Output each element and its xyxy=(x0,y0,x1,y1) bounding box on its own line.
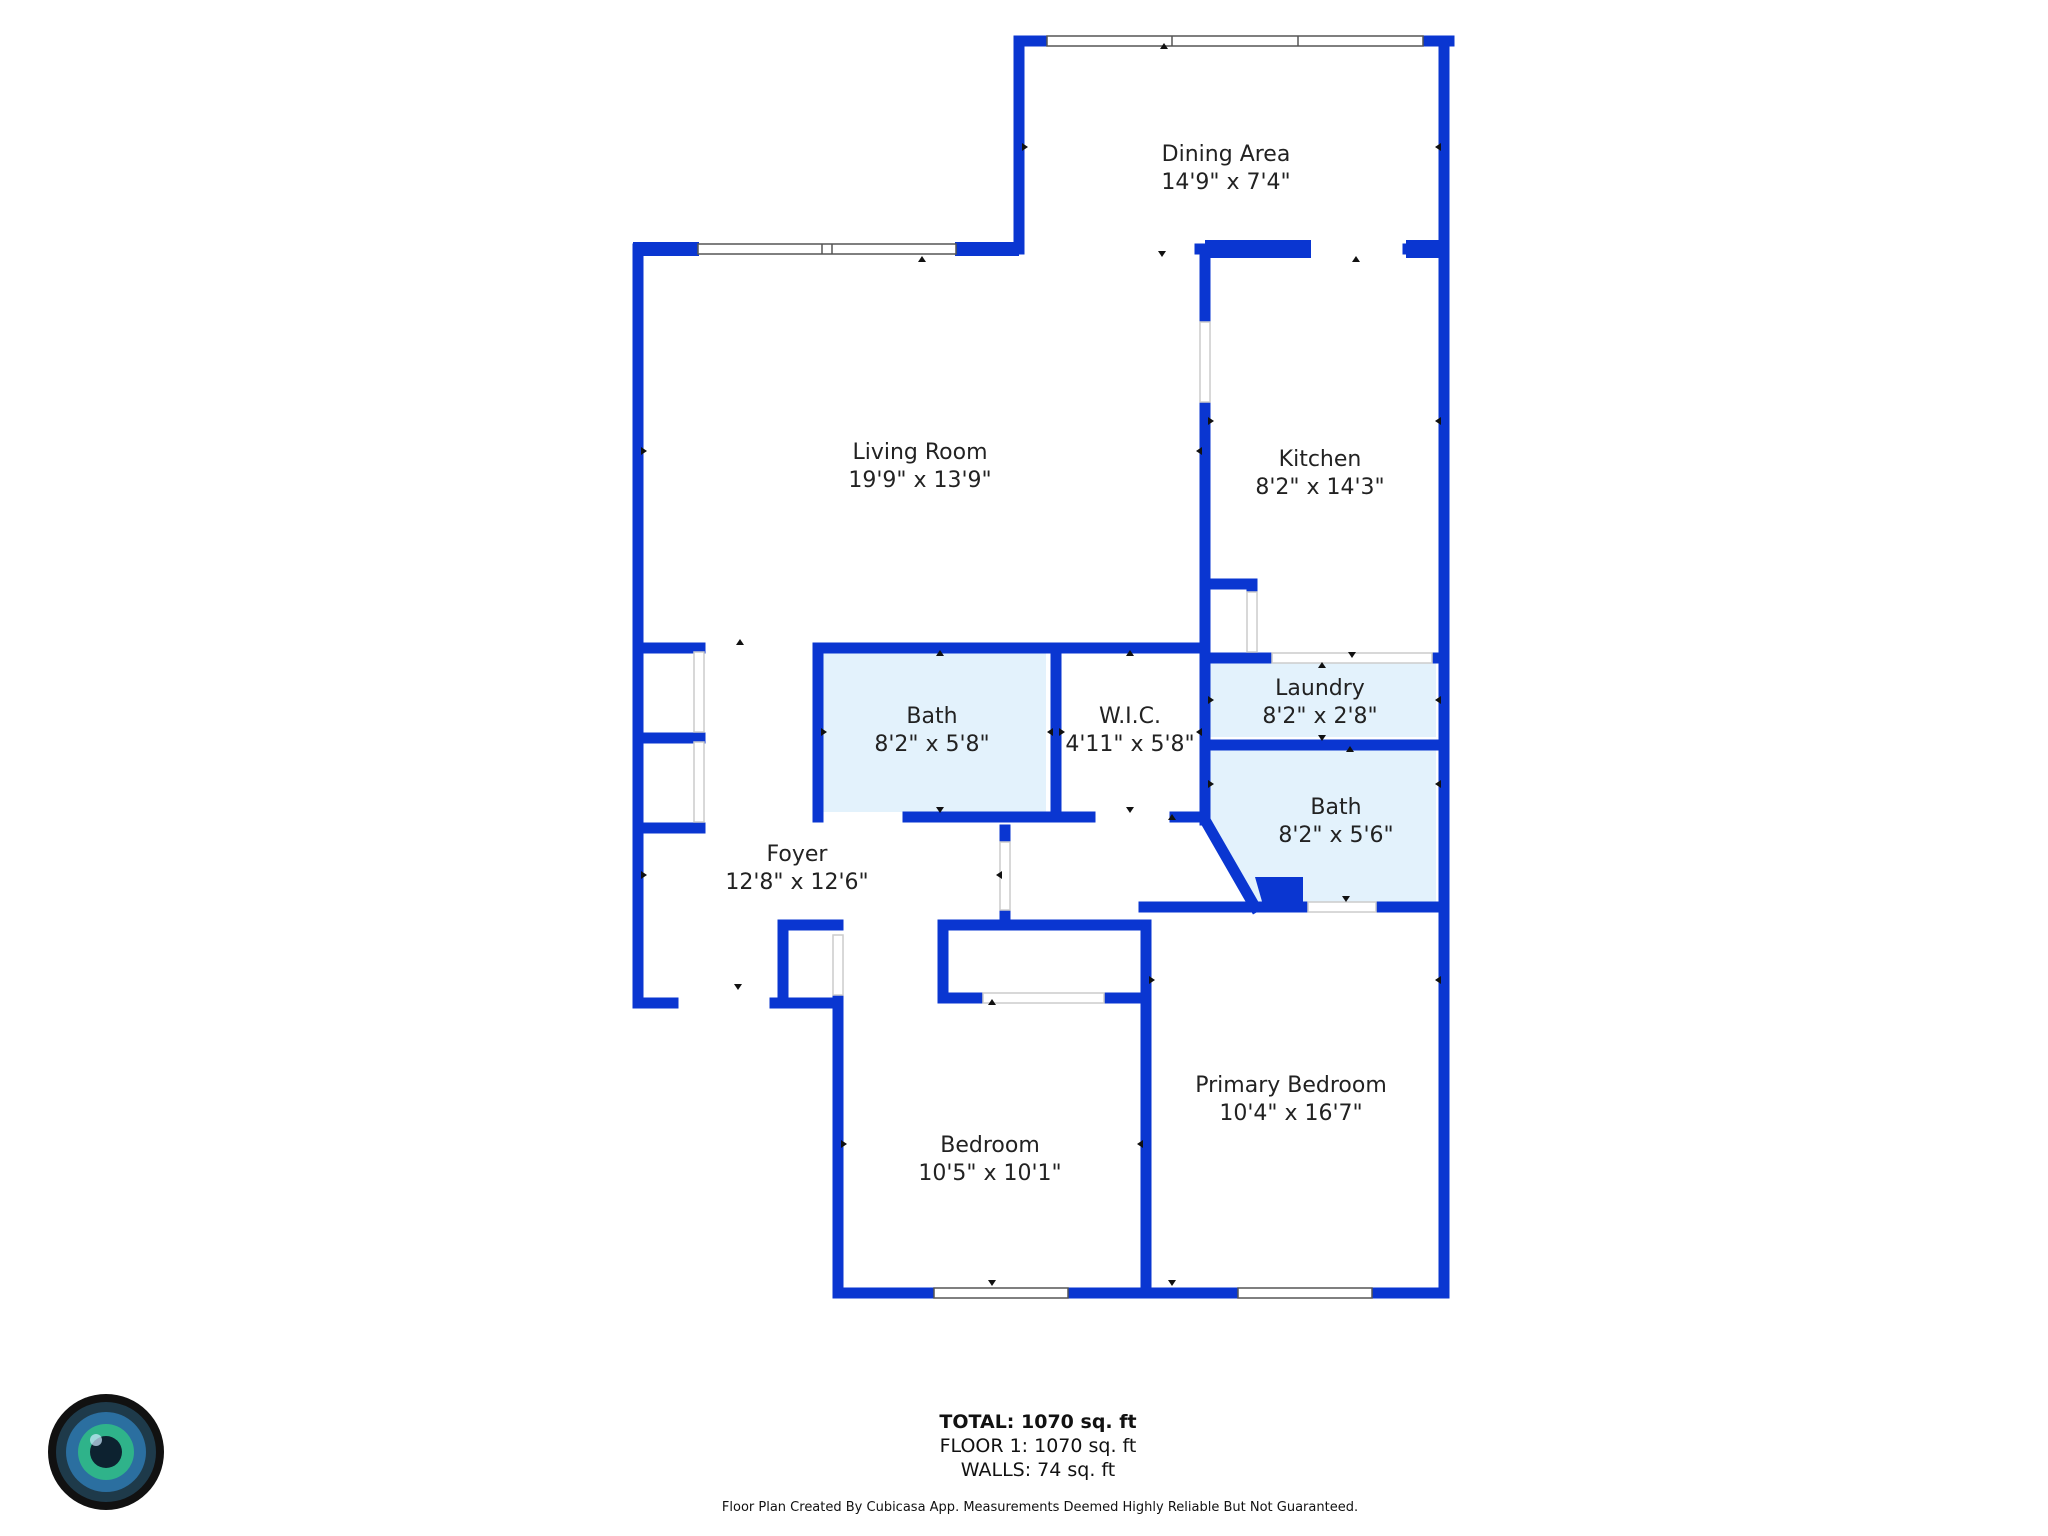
dimension-markers xyxy=(641,43,1441,1286)
logo xyxy=(48,1394,164,1510)
closet-door-1 xyxy=(693,651,705,733)
disclaimer: Floor Plan Created By Cubicasa App. Meas… xyxy=(721,1500,1359,1515)
closet-door-2 xyxy=(693,741,705,823)
closet-door-5 xyxy=(832,934,844,996)
walls-area: WALLS: 74 sq. ft xyxy=(960,1459,1116,1481)
wall-blocks xyxy=(633,240,1444,912)
primary-window xyxy=(1237,1287,1373,1299)
dining-window xyxy=(1046,35,1424,47)
kitchen-opening xyxy=(1199,321,1211,403)
shaded-rooms xyxy=(818,652,1436,907)
bedroom-closet-door xyxy=(982,992,1105,1004)
area-summary: TOTAL: 1070 sq. ft FLOOR 1: 1070 sq. ft … xyxy=(939,1410,1136,1482)
windows xyxy=(693,35,1433,1299)
living-window xyxy=(697,243,957,255)
floor1-area: FLOOR 1: 1070 sq. ft xyxy=(939,1435,1137,1457)
laundry-fill xyxy=(1208,663,1436,737)
closet-door-3 xyxy=(1246,591,1258,653)
total-area: TOTAL: 1070 sq. ft xyxy=(939,1411,1137,1433)
bath2-door xyxy=(1307,901,1377,913)
bedroom-window xyxy=(933,1287,1069,1299)
bath1-fill xyxy=(818,652,1046,812)
bath2-fill xyxy=(1208,750,1436,907)
